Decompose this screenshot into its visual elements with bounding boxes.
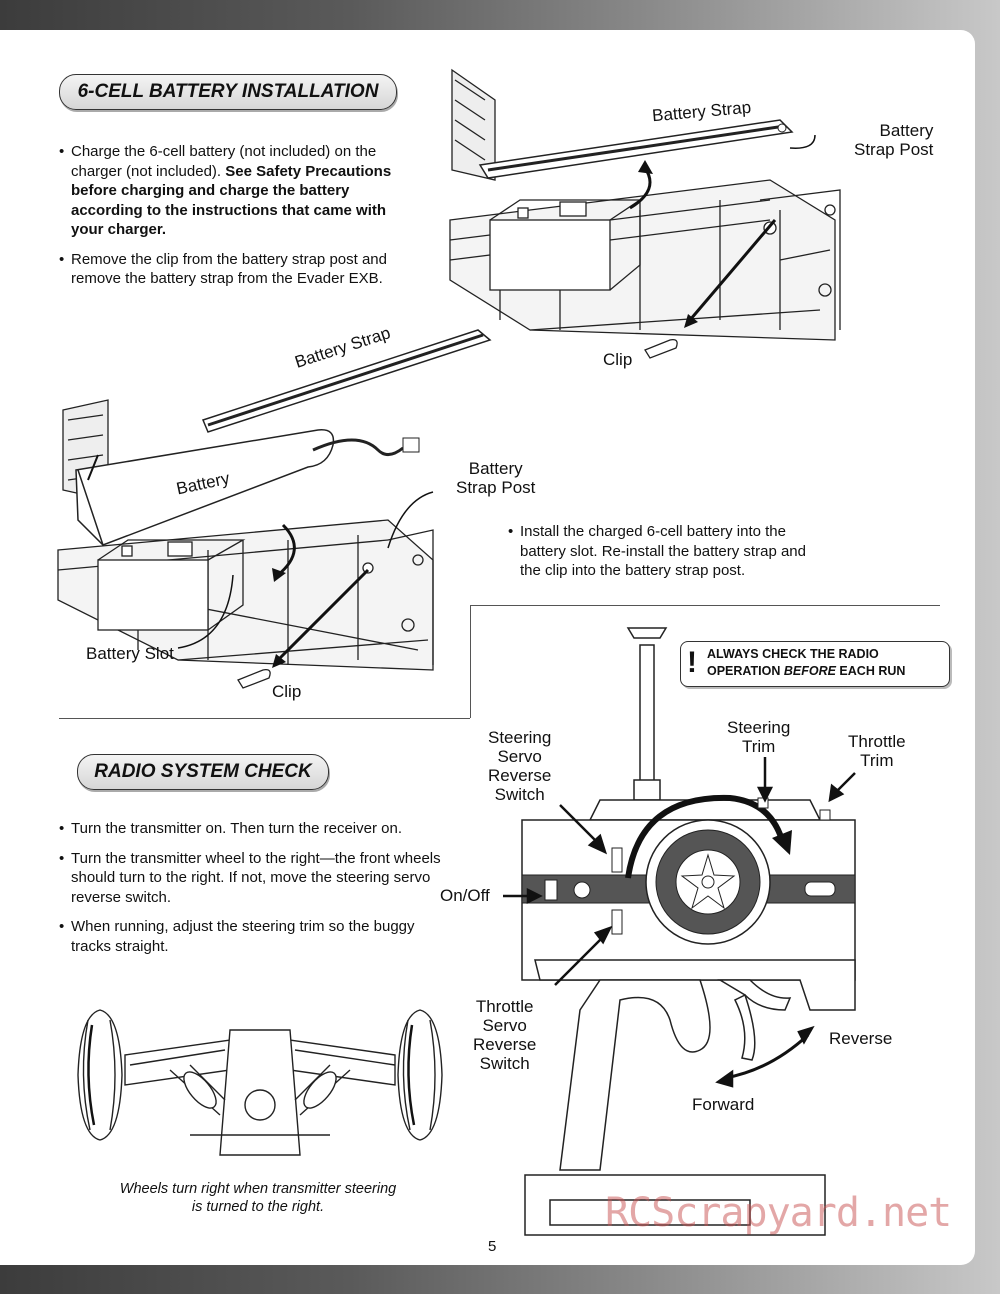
reverse-label: Reverse <box>829 1029 893 1048</box>
radio-system-check-heading: RADIO SYSTEM CHECK <box>77 754 329 790</box>
battery-bullet-install: Install the charged 6-cell battery into … <box>508 522 828 581</box>
battery-instructions: Charge the 6-cell battery (not included)… <box>59 142 399 299</box>
battery-installation-heading: 6-CELL BATTERY INSTALLATION <box>59 74 397 110</box>
battery-insertion-diagram <box>57 329 492 689</box>
clip-label-2: Clip <box>272 682 302 701</box>
section-divider-vertical <box>470 605 471 718</box>
section-divider-bottom <box>59 718 470 719</box>
steering-servo-reverse-switch-label: Steering Servo Reverse Switch <box>488 728 552 804</box>
install-battery-instructions: Install the charged 6-cell battery into … <box>508 522 828 591</box>
buggy-caption: Wheels turn right when transmitter steer… <box>119 1181 397 1215</box>
battery-strap-post-label-2: Battery Strap Post <box>456 459 536 497</box>
buggy-front-diagram <box>77 1009 443 1156</box>
chassis-strap-removal-diagram <box>449 68 841 359</box>
throttle-trim-label: Throttle Trim <box>848 732 906 770</box>
battery-strap-post-label-1: Battery Strap Post <box>854 121 934 159</box>
page-number: 5 <box>488 1238 497 1255</box>
warning-text: ALWAYS CHECK THE RADIO OPERATION BEFORE … <box>707 646 905 680</box>
radio-bullet-wheel: Turn the transmitter wheel to the right—… <box>59 849 449 908</box>
throttle-servo-reverse-switch-label: Throttle Servo Reverse Switch <box>473 997 537 1073</box>
site-watermark: RCScrapyard.net <box>605 1190 952 1236</box>
radio-bullet-power: Turn the transmitter on. Then turn the r… <box>59 819 449 839</box>
section-divider-top <box>470 605 940 606</box>
transmitter-diagram <box>521 627 856 1236</box>
warning-line-1: ALWAYS CHECK THE RADIO <box>707 647 879 661</box>
radio-bullet-trim: When running, adjust the steering trim s… <box>59 917 449 956</box>
on-off-label: On/Off <box>440 886 490 905</box>
charge-bold-text: See Safety Precautions before charging a… <box>71 162 392 239</box>
battery-bullet-remove-strap: Remove the clip from the battery strap p… <box>59 250 399 289</box>
clip-label-1: Clip <box>603 350 633 369</box>
charge-text: Charge the 6-cell battery (not included)… <box>71 143 377 180</box>
battery-bullet-charge: Charge the 6-cell battery (not included)… <box>59 142 399 240</box>
warning-line-2-post: EACH RUN <box>835 664 906 678</box>
warning-line-2: OPERATION BEFORE EACH RUN <box>707 663 905 680</box>
forward-label: Forward <box>692 1095 755 1114</box>
warning-emphasis: BEFORE <box>783 664 836 678</box>
warning-line-2-pre: OPERATION <box>707 664 784 678</box>
steering-trim-label: Steering Trim <box>727 718 791 756</box>
radio-warning-box: ! ALWAYS CHECK THE RADIO OPERATION BEFOR… <box>680 641 950 687</box>
warning-icon: ! <box>687 646 697 679</box>
battery-slot-label: Battery Slot <box>86 644 174 663</box>
radio-instructions: Turn the transmitter on. Then turn the r… <box>59 819 449 966</box>
